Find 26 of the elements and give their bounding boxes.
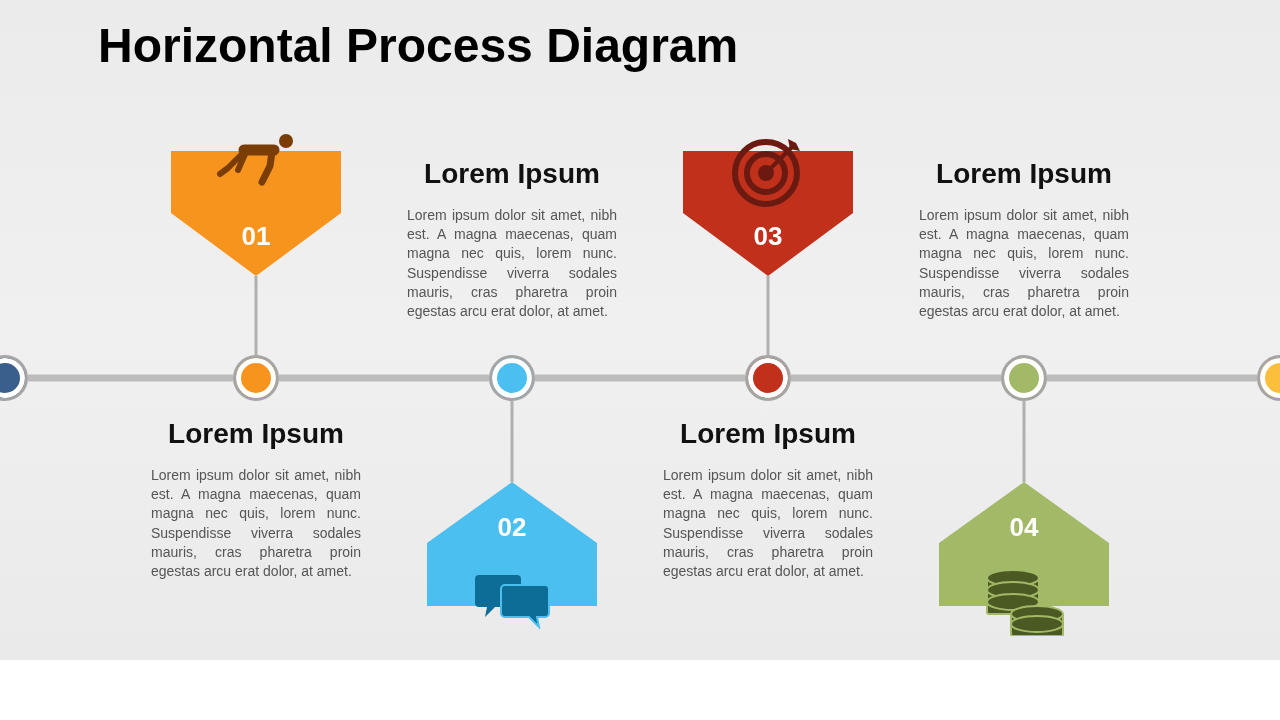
timeline-dot bbox=[233, 355, 279, 401]
connector-line bbox=[766, 276, 770, 355]
timeline-dot bbox=[745, 355, 791, 401]
timeline-dot bbox=[1001, 355, 1047, 401]
timeline-bar bbox=[28, 374, 233, 382]
connector-line bbox=[254, 276, 258, 355]
title: Horizontal Process Diagram bbox=[98, 18, 739, 73]
step-number: 02 bbox=[496, 512, 528, 543]
heading: Lorem Ipsum bbox=[935, 158, 1113, 190]
heading: Lorem Ipsum bbox=[679, 418, 857, 450]
timeline-bar bbox=[279, 374, 489, 382]
body-text: Lorem ipsum dolor sit amet, nibh est. A magna maecenas, quam magna nec quis, lorem nunc. Suspendisse viverra sodales mauris, cras pharetra proin egestas arcu erat dolor, at amet. bbox=[663, 466, 873, 581]
connector-line bbox=[1022, 401, 1026, 482]
timeline-bar bbox=[535, 374, 745, 382]
heading: Lorem Ipsum bbox=[423, 158, 601, 190]
timeline-bar bbox=[791, 374, 1001, 382]
step-number: 03 bbox=[752, 221, 784, 252]
timeline-bar bbox=[1047, 374, 1257, 382]
body-text: Lorem ipsum dolor sit amet, nibh est. A magna maecenas, quam magna nec quis, lorem nunc. Suspendisse viverra sodales mauris, cras pharetra proin egestas arcu erat dolor, at amet. bbox=[151, 466, 361, 581]
step-number: 01 bbox=[240, 221, 272, 252]
body-text: Lorem ipsum dolor sit amet, nibh est. A magna maecenas, quam magna nec quis, lorem nunc. Suspendisse viverra sodales mauris, cras pharetra proin egestas arcu erat dolor, at amet. bbox=[919, 206, 1129, 321]
connector-line bbox=[510, 401, 514, 482]
step-number: 04 bbox=[1008, 512, 1040, 543]
timeline-dot bbox=[489, 355, 535, 401]
heading: Lorem Ipsum bbox=[167, 418, 345, 450]
body-text: Lorem ipsum dolor sit amet, nibh est. A magna maecenas, quam magna nec quis, lorem nunc. Suspendisse viverra sodales mauris, cras pharetra proin egestas arcu erat dolor, at amet. bbox=[407, 206, 617, 321]
